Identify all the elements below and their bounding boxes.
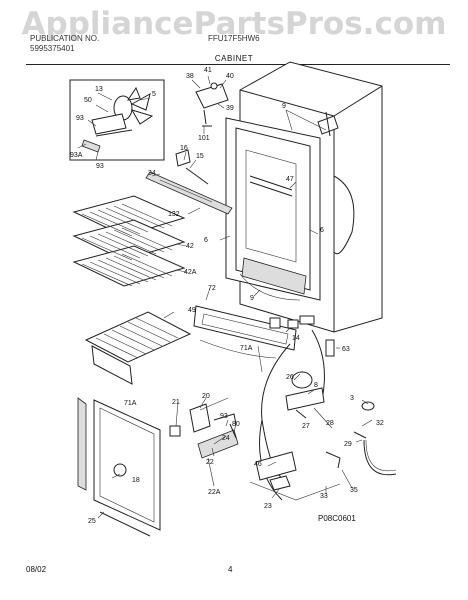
- callout-5: 5: [152, 91, 156, 98]
- callout-27: 27: [302, 423, 310, 430]
- callout-29: 29: [344, 441, 352, 448]
- kickplate-grille: [193, 305, 297, 359]
- callout-34: 34: [148, 170, 156, 177]
- callout-25: 25: [88, 518, 96, 525]
- callout-28: 28: [326, 420, 334, 427]
- callout-6-right: 6: [320, 227, 324, 234]
- callout-132: 132: [168, 211, 180, 218]
- header-left-line-2: 5995375401: [30, 44, 75, 53]
- callout-72: 72: [208, 285, 216, 292]
- callout-101: 101: [198, 135, 210, 142]
- callout-32: 32: [376, 420, 384, 427]
- fan-motor-inset-box: [69, 79, 165, 161]
- callout-46: 46: [254, 461, 262, 468]
- callout-50: 50: [84, 97, 92, 104]
- callout-22A: 22A: [208, 489, 221, 496]
- header-rule: [26, 64, 450, 65]
- callout-93-lower: 93: [96, 163, 104, 170]
- callout-93-upper: 93: [76, 115, 84, 122]
- callout-71A-low: 71A: [124, 400, 137, 407]
- callout-8: 8: [314, 382, 318, 389]
- watermark-logo: AppliancePartsPros.com: [21, 6, 447, 42]
- callout-9-top: 9: [282, 103, 286, 110]
- callout-22: 22: [206, 459, 214, 466]
- header-model: FFU17F5HW6: [208, 34, 260, 43]
- callout-93A: 93A: [70, 152, 83, 159]
- callout-42: 42: [186, 243, 194, 250]
- hinge-top-right: [317, 111, 339, 137]
- drain-assembly: [353, 401, 397, 476]
- hardware-inset: [249, 451, 341, 501]
- header-left-line-1: PUBLICATION NO.: [30, 34, 100, 43]
- leveling-leg: [325, 339, 335, 357]
- callout-63: 63: [342, 346, 350, 353]
- footer-date: 08/02: [26, 565, 47, 574]
- callout-24: 24: [222, 435, 230, 442]
- fan-motor-assembly: [81, 86, 154, 153]
- callout-93-door: 93: [220, 413, 228, 420]
- footer-page-number: 4: [228, 565, 233, 574]
- callout-41: 41: [204, 67, 212, 74]
- callout-23: 23: [264, 503, 272, 510]
- leader-lines: [77, 75, 373, 519]
- callout-13: 13: [95, 86, 103, 93]
- callout-38: 38: [186, 73, 194, 80]
- callout-42A: 42A: [184, 269, 197, 276]
- thermostat-control-parts: [169, 403, 239, 459]
- callout-15: 15: [196, 153, 204, 160]
- door-panel: [77, 397, 161, 537]
- callout-33: 33: [320, 493, 328, 500]
- callout-35: 35: [350, 487, 358, 494]
- light-assembly: [145, 149, 233, 215]
- callout-71A-mid: 71A: [240, 345, 253, 352]
- control-components: [269, 315, 315, 329]
- callout-3: 3: [350, 395, 354, 402]
- basket-shelf: [84, 311, 192, 385]
- callout-labels: 13 5 50 93 93A 93 41 38 40 39 101 16 15 …: [70, 67, 384, 525]
- callout-40: 40: [226, 73, 234, 80]
- callout-9-mid: 9: [250, 295, 254, 302]
- callout-47: 47: [286, 176, 294, 183]
- callout-39: 39: [226, 105, 234, 112]
- callout-14: 14: [292, 335, 300, 342]
- control-bracket-top: [195, 82, 229, 127]
- callout-80: 80: [232, 421, 240, 428]
- callout-18: 18: [132, 477, 140, 484]
- callout-6-left: 6: [204, 237, 208, 244]
- drawing-number: P08C0601: [318, 514, 356, 523]
- callout-21: 21: [172, 399, 180, 406]
- callout-20: 20: [202, 393, 210, 400]
- callout-16: 16: [180, 145, 188, 152]
- callout-26: 26: [286, 374, 294, 381]
- cabinet-liner-frame: [225, 117, 321, 301]
- callout-49: 49: [188, 307, 196, 314]
- wire-shelves: [72, 195, 186, 287]
- diagram-title: CABINET: [214, 54, 254, 63]
- damper-assembly: [285, 371, 325, 419]
